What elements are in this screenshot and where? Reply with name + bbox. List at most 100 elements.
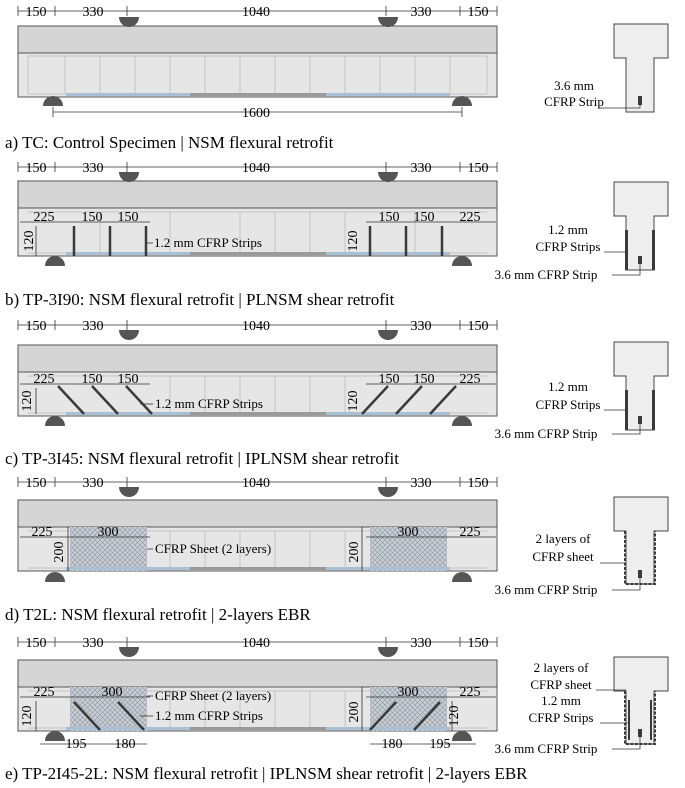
nsm-flexural-strip-mid [190, 93, 326, 96]
spacing-label: 150 [118, 372, 139, 387]
height-label: 120 [20, 706, 35, 727]
dim-label: 1040 [242, 636, 270, 651]
load-point-left [119, 647, 139, 657]
support-left [45, 256, 65, 266]
dim-label: 150 [26, 319, 47, 334]
section-label: 3.6 mm CFRP Strip [495, 741, 598, 756]
leader-line [612, 577, 641, 591]
section-label: 3.6 mm CFRP Strip [495, 426, 598, 441]
section-label: 1.2 mm [541, 693, 581, 708]
panel-c: 150 330 1040 330 150 225 150 150 150 150 [5, 319, 669, 468]
height-label: 200 [347, 702, 362, 723]
dim-label: 330 [411, 636, 432, 651]
dim-label: 1040 [242, 5, 270, 20]
section-label: 1.2 mm [548, 379, 588, 394]
cfrp-sheet-left [70, 527, 147, 571]
beam-web [17, 207, 498, 257]
support-right [452, 256, 472, 266]
panel-caption: e) TP-2I45-2L: NSM flexural retrofit | I… [5, 764, 528, 783]
panel-d: 150 330 1040 330 150 225 300 300 225 200… [5, 476, 669, 624]
dim-label: 330 [83, 5, 104, 20]
support-right [452, 416, 472, 426]
section-label: CFRP Strip [544, 94, 604, 109]
nsm-flexural-strip-mid [190, 727, 326, 730]
sheet-dimension-lines [20, 527, 496, 571]
dim-label: 330 [411, 319, 432, 334]
load-point-right [378, 647, 398, 657]
section-label: 3.6 mm CFRP Strip [495, 267, 598, 282]
bottom-dim-label: 195 [66, 737, 87, 752]
dim-label: 150 [468, 161, 489, 176]
dim-label: 1040 [242, 161, 270, 176]
section-flexural-strip [638, 729, 642, 737]
cfrp-sheet-left [70, 687, 147, 731]
top-dimension-line [17, 477, 498, 487]
section-label: CFRP Strips [536, 397, 601, 412]
section-label: 2 layers of [534, 660, 590, 675]
support-right [452, 96, 472, 106]
dim-label: 150 [468, 5, 489, 20]
section-flexural-strip [638, 96, 642, 105]
spacing-label: 150 [82, 210, 103, 225]
end-label: 225 [460, 685, 481, 700]
support-right [452, 572, 472, 582]
cross-section [613, 23, 669, 113]
spacing-dimension-lines [20, 221, 496, 256]
section-shear-strip [628, 700, 630, 740]
dim-label: 150 [26, 5, 47, 20]
iplnsm-shear-strips [57, 385, 457, 415]
section-label: 3.6 mm CFRP Strip [495, 582, 598, 597]
dim-label: 150 [26, 476, 47, 491]
sheet-width-label: 300 [102, 685, 123, 700]
height-label: 120 [447, 706, 462, 727]
load-point-left [119, 330, 139, 340]
spacing-label: 150 [118, 210, 139, 225]
panel-e: 150 330 1040 330 150 225 300 300 225 [5, 636, 669, 783]
panel-caption: d) T2L: NSM flexural retrofit | 2-layers… [5, 605, 311, 624]
beam-flange [17, 659, 498, 688]
height-label: 120 [20, 391, 35, 412]
spacing-dimension-lines [20, 383, 496, 414]
panel-a: 150 330 1040 330 150 1600 3 [5, 5, 669, 152]
spacing-label: 150 [379, 372, 400, 387]
bottom-dim-label: 180 [382, 737, 403, 752]
support-left [45, 572, 65, 582]
nsm-flexural-strip-mid [190, 412, 326, 415]
load-point-right [378, 172, 398, 182]
span-label: 1600 [242, 106, 270, 121]
support-right [452, 731, 472, 741]
spacing-label: 150 [82, 372, 103, 387]
section-shear-strip [652, 390, 655, 430]
load-point-right [378, 17, 398, 27]
section-label: CFRP sheet [530, 677, 592, 692]
height-label: 120 [346, 391, 361, 412]
cfrp-sheet-right [370, 527, 447, 571]
strip-label: 1.2 mm CFRP Strips [155, 708, 263, 723]
panel-caption: c) TP-3I45: NSM flexural retrofit | IPLN… [5, 449, 399, 468]
bottom-dim-label: 180 [115, 737, 136, 752]
spacing-label: 225 [460, 372, 481, 387]
leader-line [598, 104, 641, 109]
dim-label: 150 [468, 636, 489, 651]
spacing-label: 150 [414, 372, 435, 387]
nsm-flexural-strip-mid [190, 252, 326, 255]
section-label: CFRP sheet [532, 549, 594, 564]
dim-label: 330 [83, 161, 104, 176]
end-label: 225 [34, 685, 55, 700]
spacing-label: 150 [414, 210, 435, 225]
end-label: 225 [460, 525, 481, 540]
plnsm-shear-strips [72, 226, 444, 256]
panel-caption: a) TC: Control Specimen | NSM flexural r… [5, 133, 334, 152]
height-label: 200 [52, 542, 67, 563]
dim-label: 330 [411, 161, 432, 176]
section-shear-strip [625, 390, 628, 430]
end-label: 225 [32, 525, 53, 540]
leader-line [612, 423, 641, 435]
leader-line [612, 263, 641, 276]
dim-label: 330 [411, 5, 432, 20]
beam-flange [17, 180, 498, 209]
top-dimension-line [17, 320, 498, 330]
sheet-width-label: 300 [398, 525, 419, 540]
section-shear-strip [625, 230, 628, 270]
